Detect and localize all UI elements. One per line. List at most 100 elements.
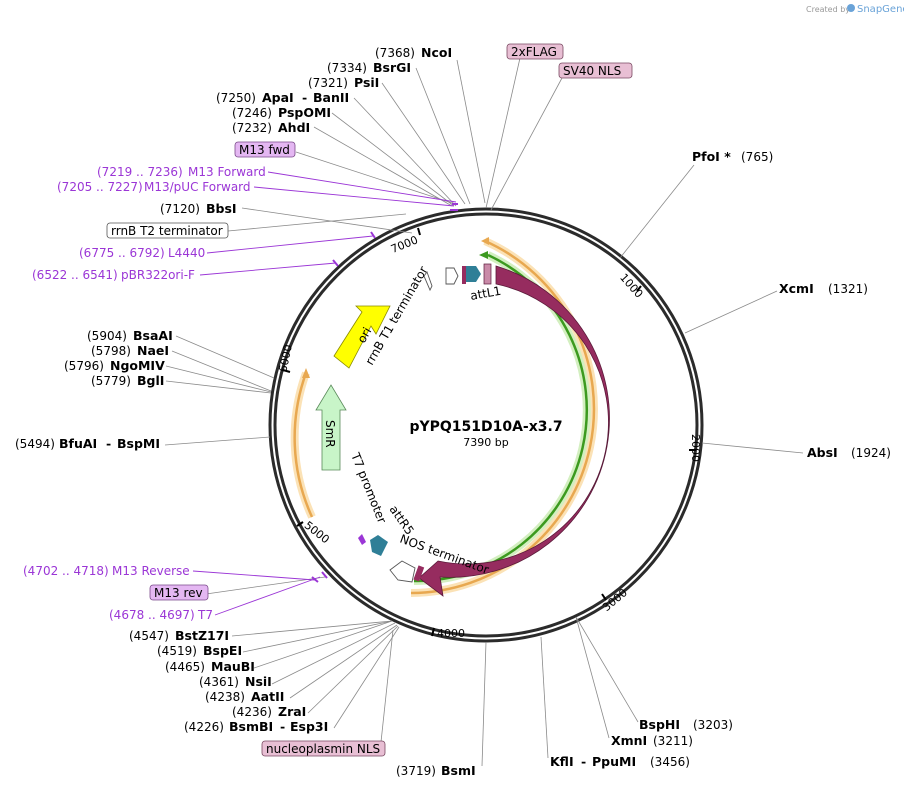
site-psii[interactable]: (7321) PsiI bbox=[308, 75, 379, 90]
site-name: KflI bbox=[550, 754, 574, 769]
site-apai-banii[interactable]: (7250) ApaI - BanII bbox=[216, 90, 349, 105]
primer-name: L4440 bbox=[168, 246, 205, 260]
site-bsrgi[interactable]: (7334) BsrGI bbox=[327, 60, 411, 75]
site-name: BsaAI bbox=[133, 328, 173, 343]
site-nsii[interactable]: (4361) NsiI bbox=[199, 674, 272, 689]
site-pos: (3719) bbox=[396, 764, 436, 778]
tick-mark-5000 bbox=[296, 521, 304, 527]
box-2xflag[interactable]: 2xFLAG bbox=[506, 43, 564, 60]
site-name: ApaI bbox=[262, 90, 294, 105]
site-name: AbsI bbox=[807, 445, 838, 460]
primer-name: M13 Reverse bbox=[112, 564, 190, 578]
site-pos: (5779) bbox=[91, 374, 131, 388]
site-pos: (5904) bbox=[87, 329, 127, 343]
feature-t7-promoter[interactable]: T7 promoter bbox=[348, 450, 389, 525]
site-pos: (4238) bbox=[205, 690, 245, 704]
rrnb-t2-arrow bbox=[423, 271, 433, 292]
primer-t7[interactable]: (4678 .. 4697) T7 bbox=[109, 608, 213, 622]
site-naei[interactable]: (5798) NaeI bbox=[91, 343, 169, 358]
primer-m13-reverse[interactable]: (4702 .. 4718) M13 Reverse bbox=[23, 564, 190, 578]
site-name: XmnI bbox=[611, 733, 647, 748]
primer-l4440[interactable]: (6775 .. 6792) L4440 bbox=[79, 246, 205, 260]
site-xmni[interactable]: XmnI (3211) bbox=[611, 733, 693, 748]
site-kfli-ppumi[interactable]: KflI - PpuMI (3456) bbox=[550, 754, 690, 769]
site-name: NgoMIV bbox=[110, 358, 165, 373]
site-pfoi[interactable]: PfoI * (765) bbox=[692, 149, 773, 164]
site-ncoi[interactable]: (7368) NcoI bbox=[375, 45, 452, 60]
site-pspomi[interactable]: (7246) PspOMI bbox=[232, 105, 331, 120]
box-nucleoplasmin-nls[interactable]: nucleoplasmin NLS bbox=[261, 740, 386, 757]
site-bsmbi-esp3i[interactable]: (4226) BsmBI - Esp3I bbox=[184, 719, 328, 734]
backbone bbox=[268, 207, 704, 643]
site-bsmi[interactable]: (3719) BsmI bbox=[396, 763, 476, 778]
feature-smr[interactable]: SmR bbox=[315, 384, 347, 471]
plasmid-name: pYPQ151D10A-x3.7 bbox=[409, 419, 562, 435]
primer-range: (6775 .. 6792) bbox=[79, 246, 165, 260]
site-name: BsmI bbox=[441, 763, 476, 778]
site-name: PspOMI bbox=[278, 105, 331, 120]
box-sv40-nls[interactable]: SV40 NLS bbox=[558, 62, 633, 79]
site-pos: (3456) bbox=[650, 755, 690, 769]
primer-name: M13/pUC Forward bbox=[144, 180, 251, 194]
ori-arrow bbox=[333, 305, 391, 369]
orf-orange-halo bbox=[410, 237, 598, 597]
site-absi[interactable]: AbsI (1924) bbox=[807, 445, 891, 460]
box-rrnb-t2-terminator[interactable]: rrnB T2 terminator bbox=[106, 222, 229, 239]
primer-pbr322ori-f[interactable]: (6522 .. 6541) pBR322ori-F bbox=[32, 268, 195, 282]
primer-m13-forward[interactable]: (7219 .. 7236) M13 Forward bbox=[97, 165, 266, 179]
site-bbsi[interactable]: (7120) BbsI bbox=[160, 201, 237, 216]
primer-m13-puc-forward[interactable]: (7205 .. 7227) M13/pUC Forward bbox=[57, 180, 251, 194]
site-bsaai[interactable]: (5904) BsaAI bbox=[87, 328, 173, 343]
site-aatii[interactable]: (4238) AatII bbox=[205, 689, 284, 704]
site-bgli[interactable]: (5779) BglI bbox=[91, 373, 164, 388]
feature-ori[interactable]: ori bbox=[333, 305, 391, 369]
feature-attl1[interactable]: attL1 bbox=[466, 266, 502, 303]
site-name: PfoI * bbox=[692, 149, 731, 164]
box-bg bbox=[234, 141, 296, 158]
site-name-2: BspMI bbox=[117, 436, 160, 451]
site-xcmi[interactable]: XcmI (1321) bbox=[779, 281, 868, 296]
primer-range: (4678 .. 4697) bbox=[109, 608, 195, 622]
primer-range: (4702 .. 4718) bbox=[23, 564, 109, 578]
site-name: BbsI bbox=[206, 201, 237, 216]
site-name: BsrGI bbox=[373, 60, 411, 75]
site-pos: (7232) bbox=[232, 121, 272, 135]
nos-arrow bbox=[389, 560, 416, 583]
orf-orange-arc bbox=[410, 237, 598, 597]
snapgene-credit[interactable]: Created by SnapGene bbox=[806, 4, 904, 15]
box-text: rrnB T2 terminator bbox=[111, 224, 223, 238]
site-pos: (7120) bbox=[160, 202, 200, 216]
primer-range: (7219 .. 7236) bbox=[97, 165, 183, 179]
backbone-inner-ring bbox=[273, 212, 699, 638]
orf-left-line bbox=[293, 372, 314, 518]
site-bsphi[interactable]: BspHI (3203) bbox=[639, 717, 733, 732]
site-zrai[interactable]: (4236) ZraI bbox=[232, 704, 306, 719]
tick-mark-1000 bbox=[636, 285, 642, 292]
site-name: BspHI bbox=[639, 717, 680, 732]
flag-mark bbox=[483, 263, 492, 285]
site-ahdi[interactable]: (7232) AhdI bbox=[232, 120, 310, 135]
site-ngomiv[interactable]: (5796) NgoMIV bbox=[64, 358, 165, 373]
site-bfuai-bspmi[interactable]: (5494) BfuAI - BspMI bbox=[15, 436, 160, 451]
t7-primer-mark bbox=[358, 534, 366, 545]
site-bstz17i[interactable]: (4547) BstZ17I bbox=[129, 628, 229, 643]
tick-label-4000: 4000 bbox=[437, 627, 465, 640]
ori-label: ori bbox=[354, 325, 374, 346]
site-name-2: Esp3I bbox=[290, 719, 328, 734]
site-maubi[interactable]: (4465) MauBI bbox=[165, 659, 255, 674]
site-name: NsiI bbox=[245, 674, 272, 689]
site-name: NaeI bbox=[137, 343, 169, 358]
box-m13-fwd[interactable]: M13 fwd bbox=[234, 141, 296, 158]
site-pos: (4361) bbox=[199, 675, 239, 689]
site-pos: (4519) bbox=[157, 644, 197, 658]
site-bspei[interactable]: (4519) BspEI bbox=[157, 643, 242, 658]
smr-label: SmR bbox=[323, 420, 337, 448]
plasmid-size: 7390 bp bbox=[463, 436, 508, 449]
box-text: M13 rev bbox=[154, 586, 203, 600]
snapgene-logo-icon bbox=[847, 4, 855, 12]
box-bg bbox=[106, 222, 229, 239]
site-pos: (1321) bbox=[828, 282, 868, 296]
xcas9-label: xCas9-3.7 bbox=[629, 407, 660, 469]
box-m13-rev[interactable]: M13 rev bbox=[149, 584, 209, 601]
nucleoplasmin-mark bbox=[413, 565, 425, 582]
